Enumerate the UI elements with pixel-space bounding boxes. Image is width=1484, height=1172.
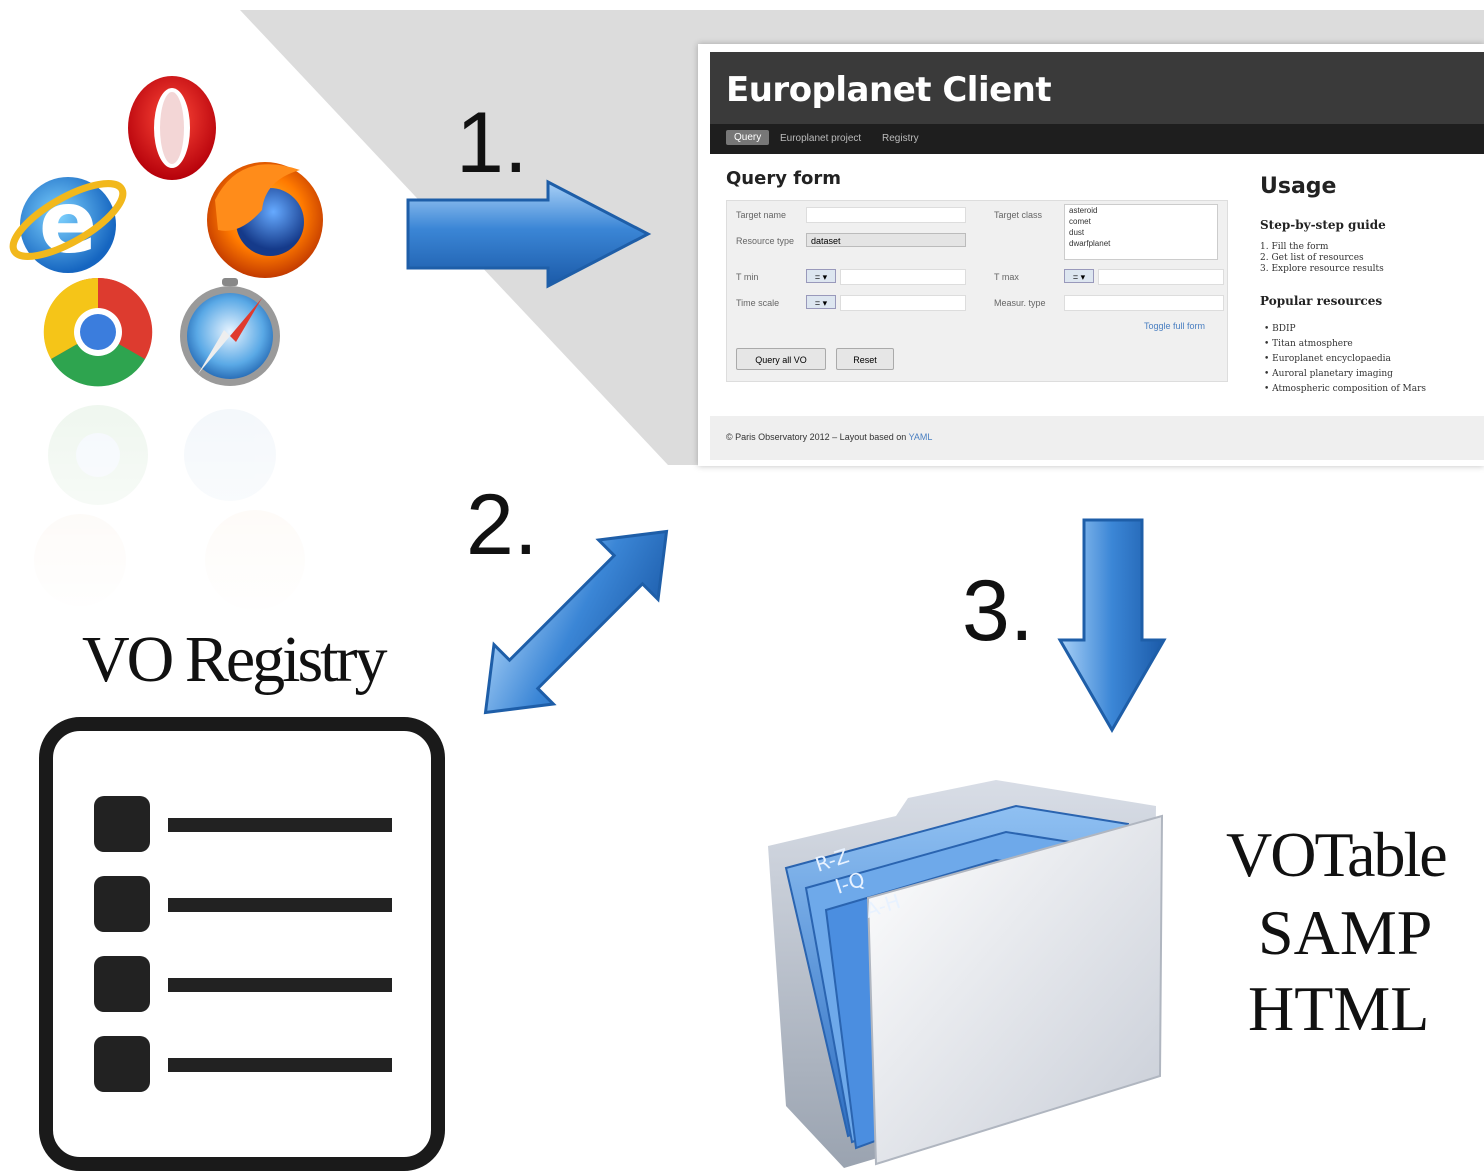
browser-logos: e	[0, 76, 340, 620]
guide-title: Step-by-step guide	[1260, 218, 1386, 232]
form-title: Query form	[726, 168, 842, 189]
double-arrow-icon	[483, 529, 669, 715]
safari-icon	[180, 278, 280, 386]
resource-type-label: Resource type	[736, 236, 795, 246]
chrome-icon	[43, 277, 153, 387]
target-class-label: Target class	[994, 210, 1043, 220]
popular-item[interactable]: • BDIP	[1264, 324, 1296, 334]
arrow-down-icon	[1057, 518, 1167, 733]
registry-label: VO Registry	[82, 623, 387, 696]
app-header: Europlanet Client	[710, 52, 1484, 124]
time-scale-input[interactable]	[840, 295, 966, 311]
opera-icon	[128, 76, 216, 180]
popular-item[interactable]: • Auroral planetary imaging	[1264, 369, 1393, 379]
step-1-label: 1.	[456, 95, 528, 191]
output-format-html: HTML	[1248, 973, 1430, 1044]
t-min-input[interactable]	[840, 269, 966, 285]
popular-item[interactable]: • Europlanet encyclopaedia	[1264, 354, 1391, 364]
guide-step: 3. Explore resource results	[1260, 264, 1384, 274]
list-item[interactable]: dwarfplanet	[1069, 239, 1111, 248]
firefox-icon	[207, 162, 323, 278]
t-max-input[interactable]	[1098, 269, 1224, 285]
measur-type-input[interactable]	[1064, 295, 1224, 311]
query-all-vo-button[interactable]: Query all VO	[736, 348, 826, 370]
app-title: Europlanet Client	[726, 70, 1052, 110]
usage-title: Usage	[1260, 174, 1337, 199]
nav-bar: Query Europlanet project Registry	[710, 124, 1484, 154]
step-2-label: 2.	[466, 477, 538, 573]
list-item[interactable]: comet	[1069, 217, 1091, 226]
registry-list-icon	[39, 717, 445, 1171]
reset-button[interactable]: Reset	[836, 348, 894, 370]
tab-europlanet-project[interactable]: Europlanet project	[780, 133, 862, 144]
target-name-label: Target name	[736, 210, 787, 220]
resource-type-select[interactable]: dataset	[806, 233, 966, 247]
list-item[interactable]: dust	[1069, 228, 1085, 237]
output-format-samp: SAMP	[1258, 897, 1433, 968]
guide-step: 1. Fill the form	[1260, 242, 1329, 252]
t-max-label: T max	[994, 272, 1019, 282]
target-name-input[interactable]	[806, 207, 966, 223]
time-scale-label: Time scale	[736, 298, 780, 308]
footer-link[interactable]: YAML	[908, 432, 933, 442]
app-footer: © Paris Observatory 2012 – Layout based …	[710, 416, 1484, 460]
footer-text: © Paris Observatory 2012 – Layout based …	[726, 432, 933, 442]
folder-icon: R-Z I-Q A-H	[768, 780, 1164, 1168]
time-scale-stepper[interactable]: = ▾	[806, 295, 836, 309]
output-format-votable: VOTable	[1226, 819, 1448, 890]
t-max-stepper[interactable]: = ▾	[1064, 269, 1094, 283]
target-class-list[interactable]: asteroid comet dust dwarfplanet	[1064, 204, 1218, 260]
popular-item[interactable]: • Atmospheric composition of Mars	[1264, 384, 1427, 394]
guide-step: 2. Get list of resources	[1260, 253, 1364, 263]
internet-explorer-icon: e	[9, 173, 127, 273]
list-item[interactable]: asteroid	[1069, 206, 1098, 215]
tab-registry[interactable]: Registry	[882, 133, 919, 144]
europlanet-client-screenshot: Europlanet Client Query Europlanet proje…	[698, 44, 1484, 466]
arrow-right-icon	[406, 179, 652, 289]
popular-item[interactable]: • Titan atmosphere	[1264, 339, 1353, 349]
t-min-stepper[interactable]: = ▾	[806, 269, 836, 283]
step-3-label: 3.	[962, 563, 1034, 659]
t-min-label: T min	[736, 272, 759, 282]
popular-title: Popular resources	[1260, 294, 1383, 308]
measur-type-label: Measur. type	[994, 298, 1046, 308]
tab-query[interactable]: Query	[726, 130, 770, 145]
toggle-full-form-link[interactable]: Toggle full form	[1144, 321, 1206, 331]
